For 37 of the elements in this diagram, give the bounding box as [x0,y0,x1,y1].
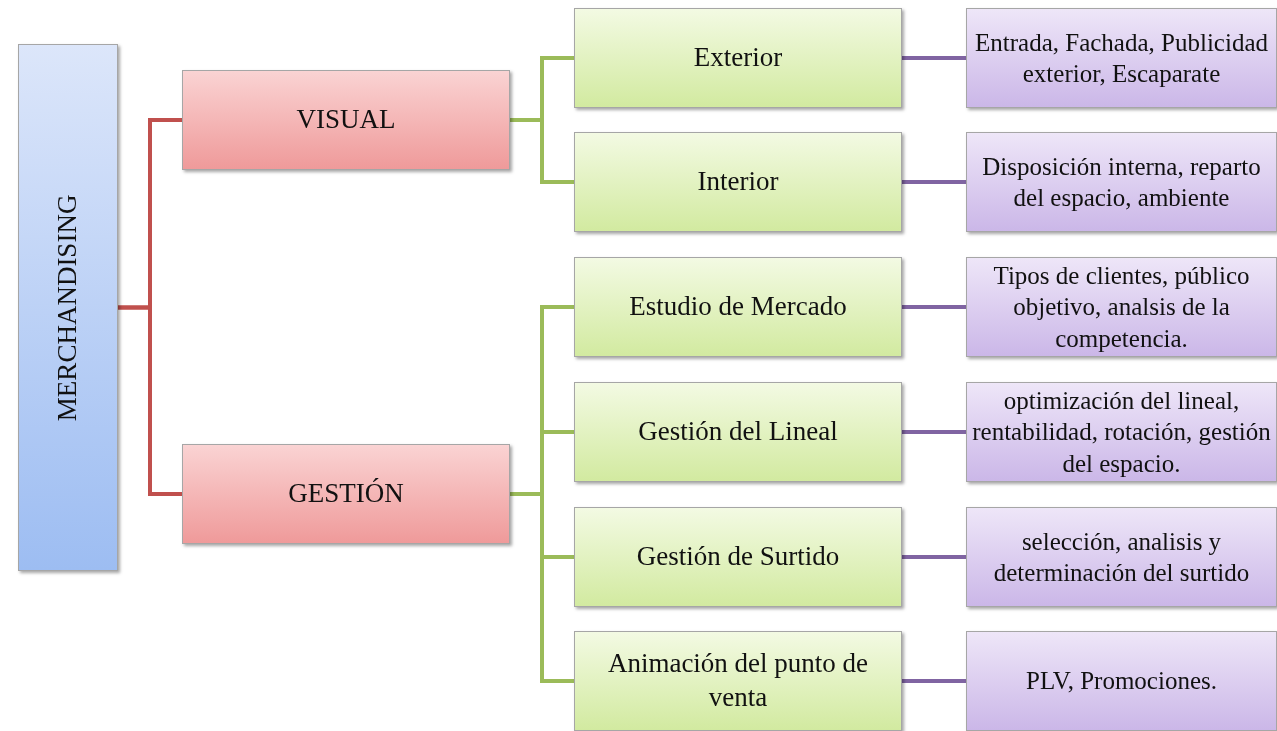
area-box [574,382,902,482]
box-label: Animación del punto de venta [606,647,870,714]
detail-box [966,132,1277,232]
box-label: VISUAL [296,103,396,137]
area-box [574,132,902,232]
box-label: PLV, Promociones. [1026,666,1217,697]
area-box [574,257,902,357]
detail-box [966,8,1277,108]
box-label: Interior [697,165,779,199]
box-label: Gestión de Surtido [636,540,840,574]
root-box [18,44,118,571]
box-label: Entrada, Fachada, Publicidad exterior, Escaparate [974,27,1269,89]
category-box [182,70,510,170]
box-label: Gestión del Lineal [638,415,838,449]
box-label: selección, analisis y determinación del surtido [992,526,1251,588]
area-box [574,507,902,607]
connector-line [902,305,966,309]
connector-line [902,180,966,184]
connector-line [902,555,966,559]
box-label: Estudio de Mercado [629,290,847,324]
connector-line [902,430,966,434]
detail-box [966,507,1277,607]
box-label: GESTIÓN [288,477,404,511]
detail-box [966,631,1277,731]
connector-line [902,679,966,683]
area-box [574,631,902,731]
detail-box [966,257,1277,357]
box-label: MERCHANDISING [51,194,84,421]
box-label: Disposición interna, reparto del espacio, ambiente [981,151,1262,213]
box-label: Tipos de clientes, público objetivo, analsis de la competencia. [992,261,1251,354]
connector-line [510,118,574,184]
connector-line [118,305,182,496]
box-label: Exterior [693,41,783,75]
box-label: optimización del lineal, rentabilidad, rotación, gestión del espacio. [971,386,1272,479]
connector-line [902,56,966,60]
area-box [574,8,902,108]
category-box [182,444,510,544]
